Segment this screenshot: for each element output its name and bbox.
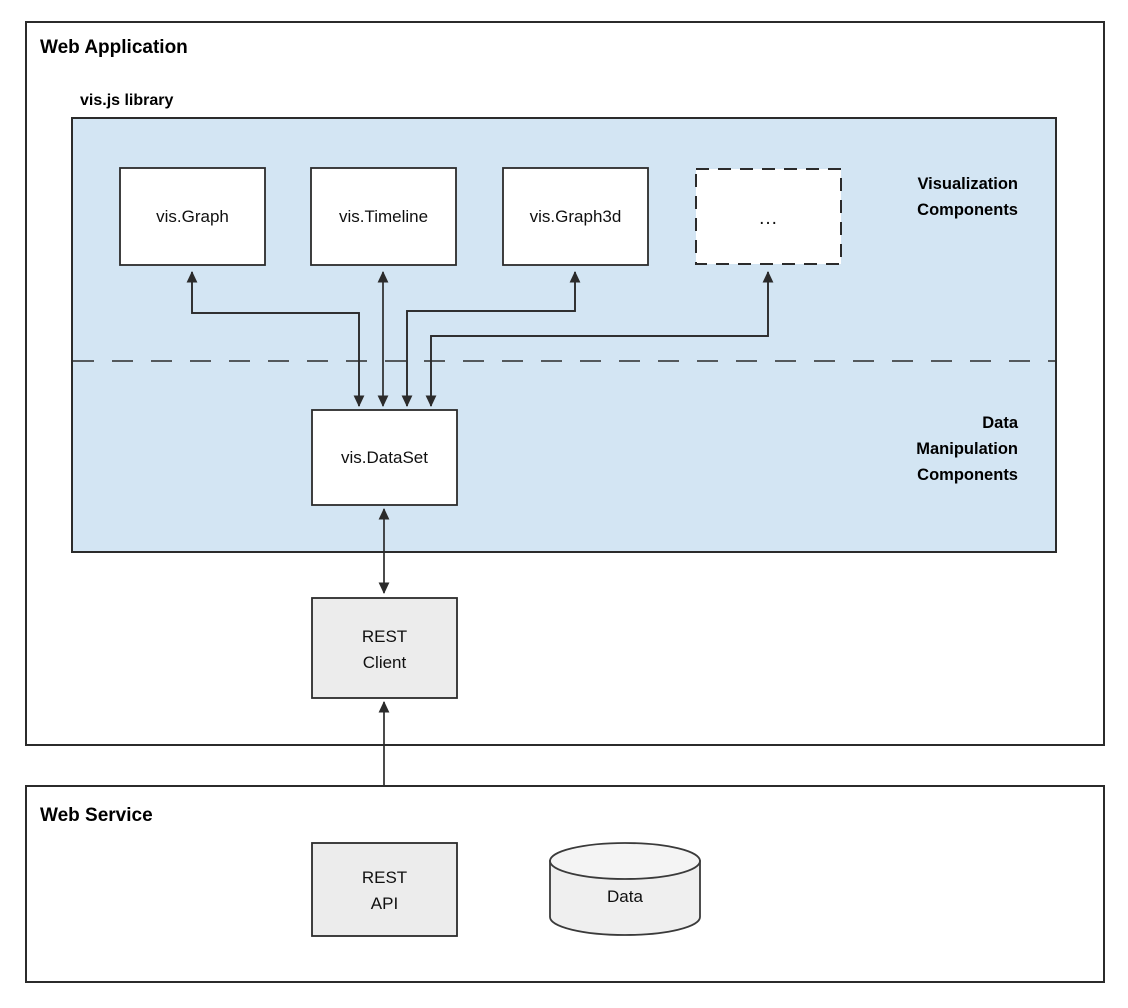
node-vis-graph-rect[interactable] — [119, 167, 266, 266]
edge-more-dataset-path — [425, 272, 769, 408]
data-cylinder-body[interactable] — [549, 860, 701, 936]
visualization-components-label: Visualization Components — [917, 175, 1018, 219]
visjs-library-title: vis.js library — [80, 92, 173, 109]
node-vis-timeline-rect[interactable] — [310, 167, 457, 266]
node-vis-graph-label: vis.Graph — [156, 207, 229, 226]
node-data-store[interactable]: Data — [549, 842, 701, 936]
node-vis-dataset[interactable]: vis.DataSet — [311, 409, 458, 506]
node-vis-graph[interactable]: vis.Graph — [119, 167, 266, 266]
node-more-components-rect[interactable] — [695, 168, 842, 265]
node-more-components-label: ... — [759, 208, 778, 229]
node-more-components[interactable]: ... — [695, 168, 842, 265]
node-rest-client-label-line2: Client — [363, 653, 407, 672]
data-manipulation-line2: Manipulation — [916, 440, 1018, 458]
node-rest-api-label-line2: API — [371, 894, 398, 913]
node-vis-graph3d[interactable]: vis.Graph3d — [502, 167, 649, 266]
edge-dataset-visgraph3d — [401, 270, 581, 408]
node-data-store-label: Data — [607, 887, 643, 906]
node-vis-dataset-rect[interactable] — [311, 409, 458, 506]
node-rest-client-rect[interactable] — [311, 597, 458, 699]
data-manipulation-components-label: Data Manipulation Components — [916, 414, 1019, 484]
node-vis-timeline-label: vis.Timeline — [339, 207, 428, 226]
web-service-title: Web Service — [40, 805, 153, 826]
node-vis-timeline[interactable]: vis.Timeline — [310, 167, 457, 266]
node-vis-dataset-label: vis.DataSet — [341, 448, 428, 467]
data-manipulation-line3: Components — [917, 466, 1018, 484]
node-rest-client-label-line1: REST — [362, 627, 407, 646]
data-cylinder-top[interactable] — [549, 842, 701, 880]
edge-dataset-visgraph — [186, 270, 365, 408]
edge-dataset-more-components — [425, 270, 774, 408]
node-vis-graph3d-rect[interactable] — [502, 167, 649, 266]
visualization-components-line2: Components — [917, 201, 1018, 219]
edge-visgraph3d-dataset-path — [401, 272, 576, 408]
node-rest-api[interactable]: REST API — [311, 842, 458, 937]
node-vis-graph3d-label: vis.Graph3d — [530, 207, 622, 226]
data-manipulation-line1: Data — [982, 414, 1019, 432]
web-application-title: Web Application — [40, 37, 188, 58]
node-rest-api-rect[interactable] — [311, 842, 458, 937]
edge-visgraph-dataset-path — [191, 272, 365, 408]
node-rest-api-label-line1: REST — [362, 868, 407, 887]
node-rest-client[interactable]: REST Client — [311, 597, 458, 699]
visualization-components-line1: Visualization — [917, 175, 1018, 193]
